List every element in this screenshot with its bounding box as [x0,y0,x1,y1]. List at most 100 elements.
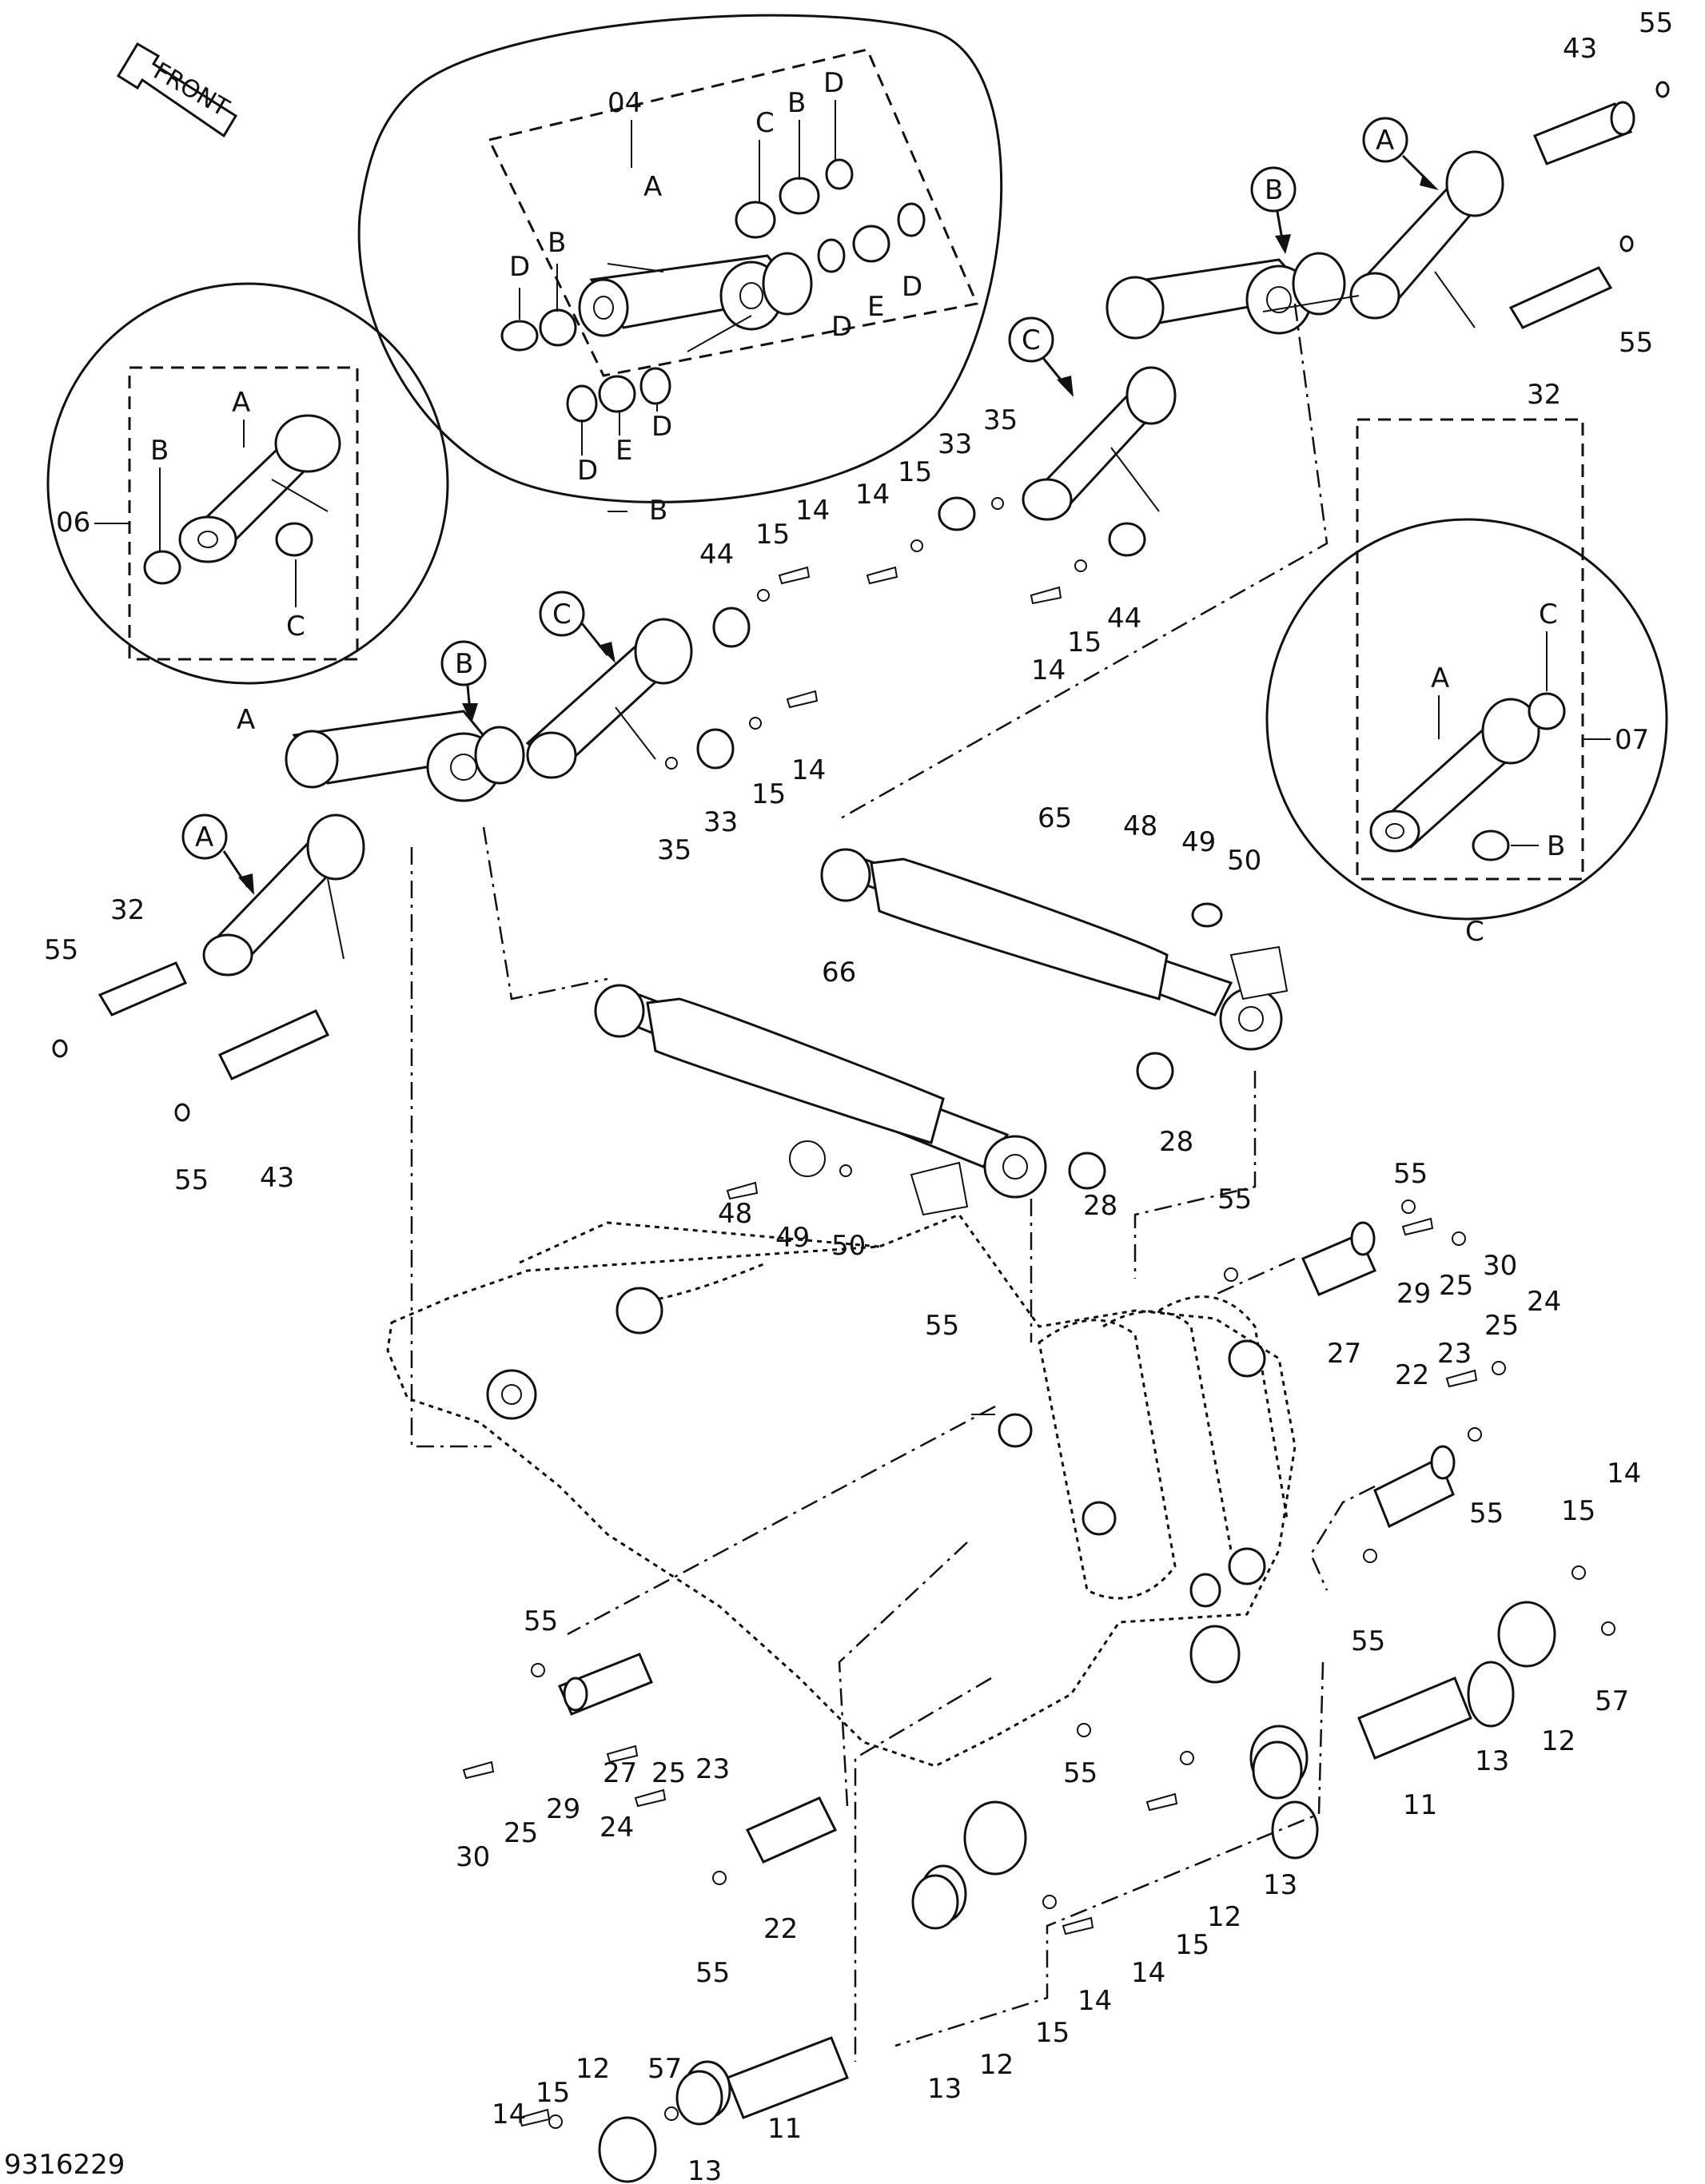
svg-text:C: C [286,611,305,642]
callout-a-top: A [1362,117,1439,190]
svg-text:D: D [902,271,922,303]
detail-07-view: C [1465,916,1484,948]
svg-text:43: 43 [260,1162,294,1194]
svg-text:14: 14 [795,495,830,527]
svg-text:B: B [150,435,169,467]
svg-text:44: 44 [1107,603,1141,635]
svg-text:12: 12 [1207,1901,1241,1933]
bushing-b [539,308,577,347]
svg-text:30: 30 [1483,1250,1517,1282]
detail-07-id: 07 [1615,724,1649,756]
bushing-b [143,550,181,585]
svg-text:13: 13 [687,2155,722,2184]
svg-text:C: C [1539,599,1558,631]
detail-view-04: 04 B A C B D D B D E [357,14,1003,527]
svg-text:12: 12 [576,2053,610,2085]
callout-markers: A B C C B A [181,117,1439,895]
svg-text:55: 55 [1217,1183,1252,1215]
svg-text:35: 35 [983,404,1018,436]
upper-link-assembly-left [52,566,819,1122]
svg-text:27: 27 [1327,1338,1361,1370]
drawing-number: 9316229 [4,2149,125,2181]
svg-text:D: D [823,67,844,99]
svg-text:55: 55 [524,1605,558,1637]
svg-text:55: 55 [1351,1625,1385,1657]
svg-text:13: 13 [1263,1869,1297,1901]
svg-text:24: 24 [600,1812,634,1844]
detail-04-id: 04 [608,87,642,119]
svg-text:23: 23 [695,1753,730,1785]
svg-text:C: C [1022,324,1041,356]
svg-text:55: 55 [1639,7,1673,39]
svg-text:55: 55 [1619,327,1653,359]
svg-text:B: B [787,87,806,119]
svg-text:27: 27 [603,1757,637,1789]
svg-text:B: B [548,227,566,259]
svg-text:48: 48 [718,1198,752,1230]
detail-view-06: 06 A A B C [46,282,449,736]
svg-text:E: E [867,291,884,323]
svg-text:A: A [195,821,213,853]
svg-text:15: 15 [1035,2017,1070,2049]
svg-text:29: 29 [1396,1278,1431,1310]
svg-text:50: 50 [831,1230,866,1262]
svg-text:32: 32 [1527,379,1561,411]
callout-c-top: C [1008,316,1074,397]
svg-text:50: 50 [1227,845,1261,877]
bushing-e [598,375,636,413]
svg-text:14: 14 [1078,1985,1112,2017]
svg-text:A: A [1431,662,1449,694]
bushing-c [1528,692,1566,730]
callout-b-mid: B [440,640,487,723]
svg-text:15: 15 [536,2077,570,2109]
svg-text:43: 43 [1563,33,1597,65]
svg-text:55: 55 [174,1164,209,1196]
svg-text:57: 57 [647,2053,682,2085]
svg-text:25: 25 [1484,1310,1519,1342]
svg-text:55: 55 [1063,1757,1097,1789]
svg-text:C: C [755,107,775,139]
svg-text:A: A [643,171,662,203]
bushing-c [735,201,776,239]
svg-text:44: 44 [699,539,734,571]
svg-text:14: 14 [791,754,826,786]
svg-text:B: B [1547,830,1565,862]
svg-text:A: A [1376,125,1394,157]
bushing-e [852,225,890,263]
lower-pins-and-plates [462,1199,1615,2183]
svg-text:15: 15 [751,778,786,810]
svg-text:11: 11 [767,2113,802,2145]
svg-text:12: 12 [1541,1725,1576,1757]
detail-view-07: 07 C A C B [1265,418,1668,948]
svg-text:13: 13 [927,2073,962,2105]
callout-c-mid: C [539,591,615,663]
seal-ring-d [897,202,926,237]
svg-text:55: 55 [695,1957,730,1989]
svg-text:C: C [552,599,572,631]
svg-text:22: 22 [763,1913,798,1945]
svg-text:28: 28 [1159,1126,1193,1158]
svg-text:33: 33 [703,806,738,838]
svg-text:32: 32 [110,894,145,926]
part-number-labels: 55 43 55 32 35 33 15 14 44 15 14 15 14 4… [44,7,1673,2184]
svg-text:30: 30 [456,1841,490,1873]
svg-text:35: 35 [657,834,691,866]
svg-text:24: 24 [1527,1286,1561,1318]
svg-text:25: 25 [651,1757,686,1789]
svg-text:15: 15 [755,519,790,551]
svg-text:66: 66 [822,957,856,989]
svg-text:D: D [577,455,598,487]
svg-text:55: 55 [1393,1158,1428,1190]
svg-text:11: 11 [1403,1789,1437,1821]
svg-text:15: 15 [1067,627,1101,658]
svg-text:14: 14 [855,479,890,511]
svg-text:65: 65 [1038,802,1072,834]
svg-text:B: B [455,648,473,680]
svg-text:14: 14 [492,2098,526,2130]
svg-text:23: 23 [1437,1338,1472,1370]
seal-ring-d [639,367,671,405]
svg-text:14: 14 [1607,1458,1641,1490]
svg-text:55: 55 [925,1310,959,1342]
